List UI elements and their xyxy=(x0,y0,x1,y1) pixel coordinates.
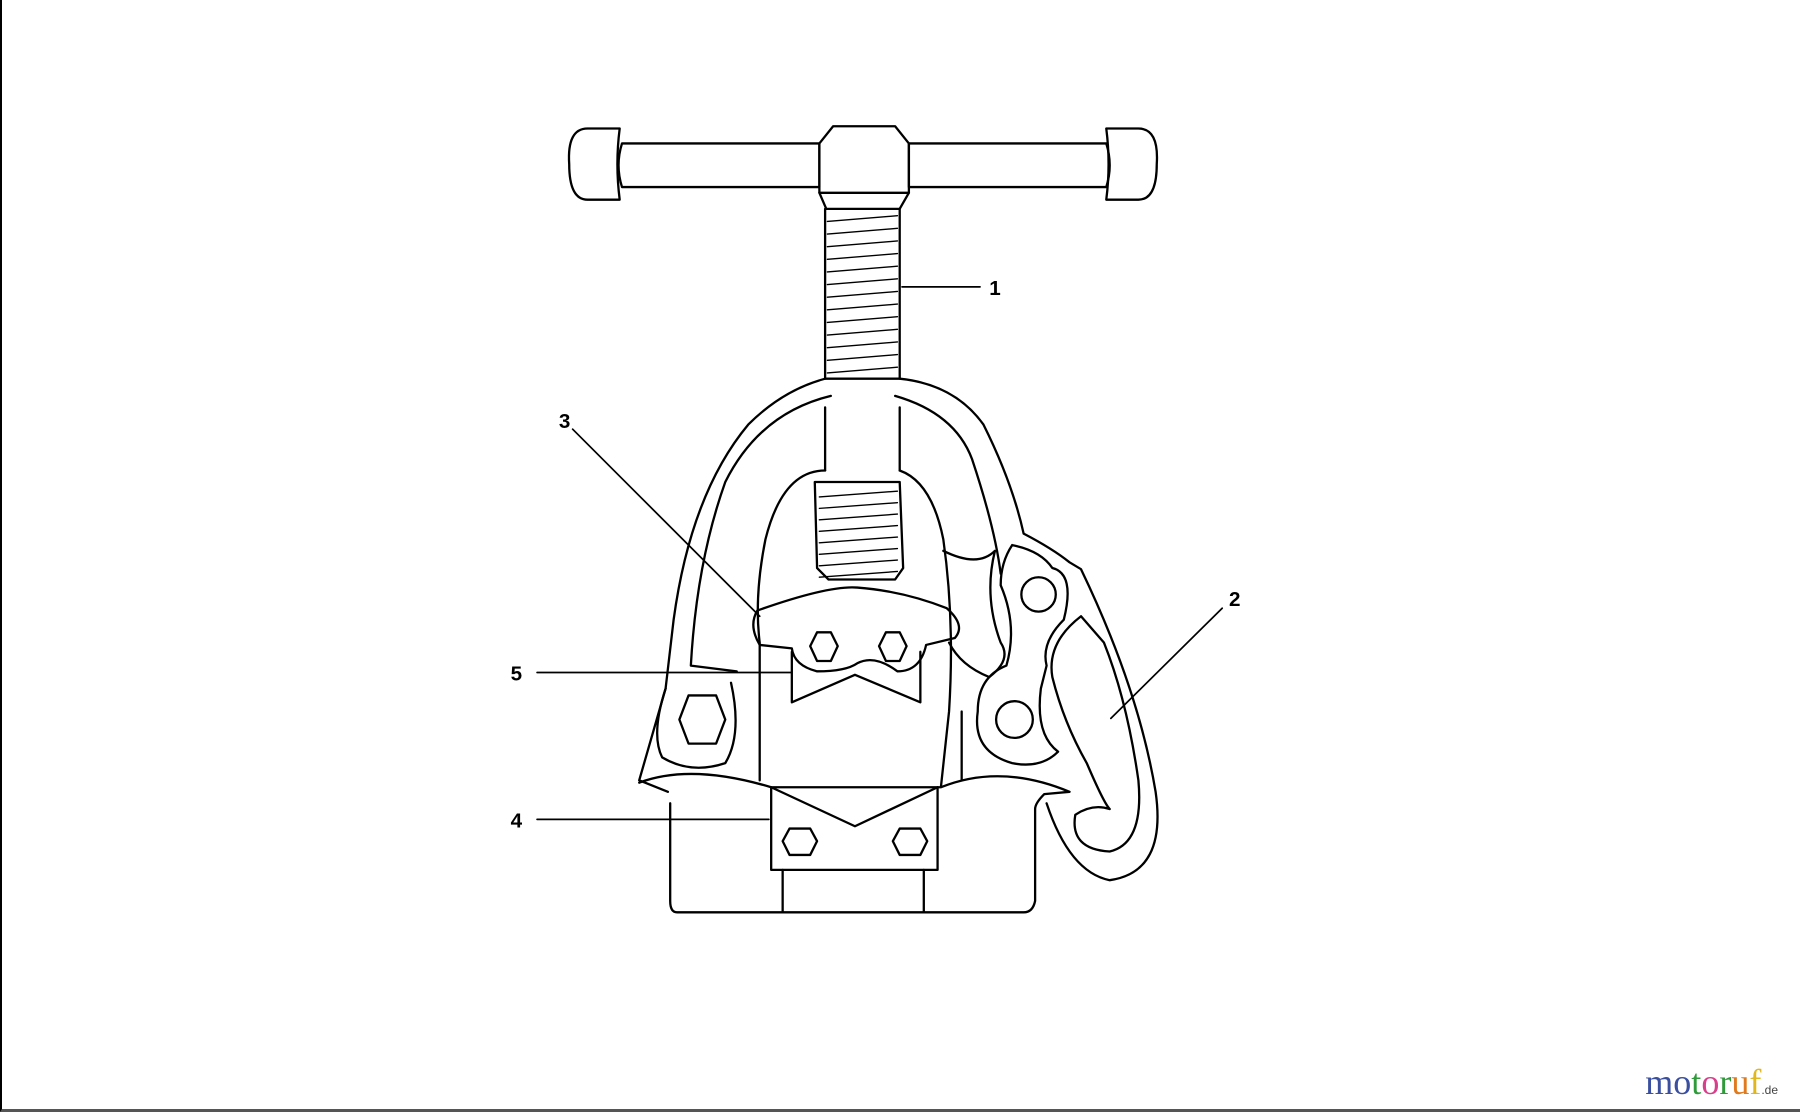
logo-letter: o xyxy=(1701,1062,1720,1102)
thread-line xyxy=(818,490,899,498)
thread-line xyxy=(826,265,899,273)
callout-5: 5 xyxy=(511,663,522,686)
callout-3: 3 xyxy=(559,410,570,433)
thread-line xyxy=(826,341,899,349)
thread-line xyxy=(826,353,899,362)
thread-line xyxy=(818,524,899,533)
logo-letter: f xyxy=(1749,1062,1762,1102)
logo-letter: u xyxy=(1731,1062,1750,1102)
logo-tld: .de xyxy=(1761,1083,1778,1097)
t-handle xyxy=(567,125,1159,211)
logo-text: motoruf xyxy=(1645,1061,1761,1103)
thread-line xyxy=(826,316,899,324)
thread-line xyxy=(826,227,899,235)
logo-letter: m xyxy=(1645,1062,1674,1102)
thread-line xyxy=(826,215,899,223)
motoruf-logo: motoruf.de xyxy=(1645,1061,1778,1103)
thread-line xyxy=(818,513,899,521)
thread-line xyxy=(826,278,899,286)
yoke-frame xyxy=(638,377,1159,914)
callout-1: 1 xyxy=(989,277,1000,300)
thread-line xyxy=(818,536,899,544)
callout-4: 4 xyxy=(511,809,523,832)
thread-line xyxy=(826,366,899,374)
thread-line xyxy=(818,547,899,555)
logo-letter: r xyxy=(1719,1062,1732,1102)
logo-letter: o xyxy=(1673,1062,1692,1102)
thread-line xyxy=(826,328,899,336)
logo-letter: t xyxy=(1691,1062,1702,1102)
thread-line xyxy=(818,570,899,578)
thread-line xyxy=(818,501,899,510)
thread-line xyxy=(826,240,899,248)
screw-spindle xyxy=(823,207,901,380)
thread-line xyxy=(826,252,899,261)
thread-line xyxy=(818,559,899,567)
callout-2: 2 xyxy=(1229,588,1240,611)
thread-line xyxy=(826,303,899,311)
thread-line xyxy=(826,290,899,298)
leader-lines xyxy=(536,286,1224,821)
